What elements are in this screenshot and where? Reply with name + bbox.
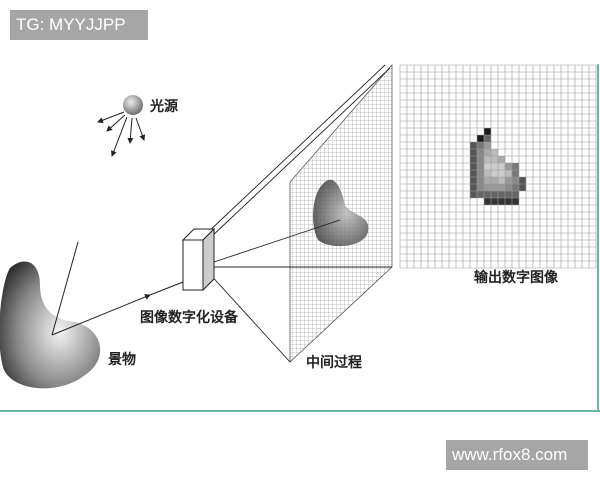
scene-label: 景物 — [108, 351, 136, 368]
output-pixel — [484, 149, 491, 156]
output-pixel — [484, 135, 491, 142]
output-pixel — [470, 177, 477, 184]
output-pixel — [505, 184, 512, 191]
output-pixel — [512, 191, 519, 198]
output-pixel — [470, 191, 477, 198]
output-pixel — [477, 177, 484, 184]
watermark-bottom-right: www.rfox8.com — [446, 440, 588, 470]
output-pixel — [498, 184, 505, 191]
intermediate-label: 中间过程 — [306, 354, 362, 371]
output-pixel — [477, 191, 484, 198]
output-pixel — [491, 170, 498, 177]
output-pixel — [505, 177, 512, 184]
output-pixel — [512, 177, 519, 184]
output-pixel — [484, 163, 491, 170]
output-pixel — [484, 184, 491, 191]
output-pixel — [470, 184, 477, 191]
output-pixel — [519, 184, 526, 191]
output-pixel — [512, 184, 519, 191]
output-pixel — [491, 191, 498, 198]
output-pixel — [477, 142, 484, 149]
output-label: 输出数字图像 — [474, 269, 559, 286]
output-pixel — [484, 156, 491, 163]
output-pixel — [484, 142, 491, 149]
output-pixel — [470, 170, 477, 177]
output-pixel — [498, 156, 505, 163]
output-pixel — [484, 170, 491, 177]
output-pixel — [505, 191, 512, 198]
watermark-top-left: TG: MYYJJPP — [10, 10, 148, 40]
digitizer-label: 图像数字化设备 — [140, 309, 239, 326]
output-pixel — [491, 198, 498, 205]
output-pixel — [498, 163, 505, 170]
output-grid-lines — [399, 64, 597, 269]
light-source-label: 光源 — [149, 98, 178, 115]
output-pixel — [491, 156, 498, 163]
output-pixel — [484, 128, 491, 135]
output-pixel — [477, 135, 484, 142]
output-pixel — [505, 198, 512, 205]
output-pixel — [484, 191, 491, 198]
output-pixel — [484, 198, 491, 205]
digitizer-device-icon — [181, 227, 216, 292]
scene-object — [0, 261, 101, 389]
output-pixel — [512, 170, 519, 177]
output-pixel — [498, 191, 505, 198]
output-digital-image — [399, 64, 597, 269]
output-pixel — [477, 170, 484, 177]
output-pixel — [498, 170, 505, 177]
output-pixel — [505, 163, 512, 170]
light-source-icon — [97, 95, 146, 157]
output-pixel — [498, 177, 505, 184]
output-pixel — [477, 156, 484, 163]
output-pixel — [512, 163, 519, 170]
output-pixel — [512, 198, 519, 205]
output-pixel — [505, 170, 512, 177]
output-pixel — [491, 149, 498, 156]
output-pixel — [470, 142, 477, 149]
output-pixel — [491, 184, 498, 191]
output-pixel — [477, 184, 484, 191]
output-pixel — [491, 163, 498, 170]
output-pixel — [484, 177, 491, 184]
output-pixel — [519, 177, 526, 184]
output-pixel — [477, 163, 484, 170]
intermediate-plane — [289, 63, 393, 363]
output-pixel — [477, 149, 484, 156]
output-pixel — [498, 198, 505, 205]
output-pixel — [470, 149, 477, 156]
output-pixel — [491, 177, 498, 184]
output-pixel — [470, 163, 477, 170]
output-pixel — [470, 156, 477, 163]
